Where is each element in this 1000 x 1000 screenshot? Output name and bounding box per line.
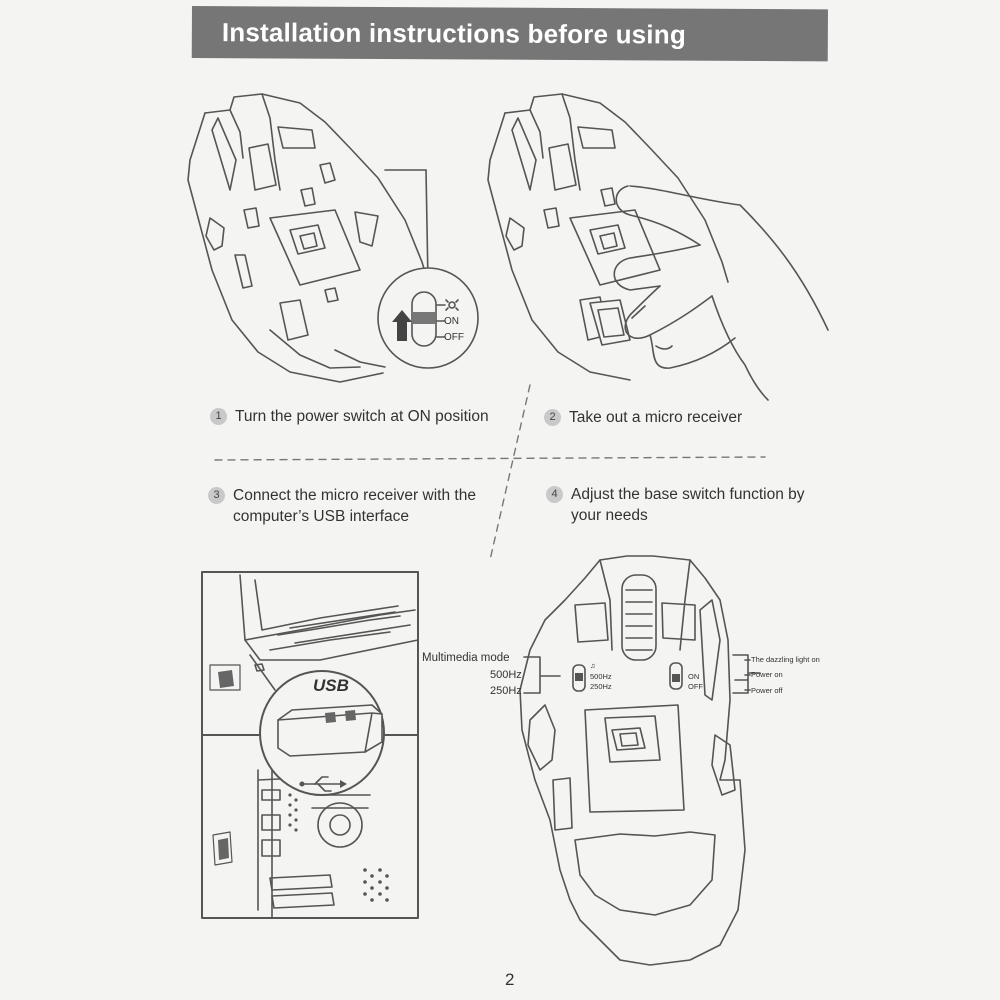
step-text: Turn the power switch at ON position [235,408,489,425]
250hz-small-label: 250Hz [590,682,612,691]
step-1: 1 Turn the power switch at ON position [210,406,489,427]
step-text: Adjust the base switch function by your … [571,486,805,524]
step-text: Take out a micro receiver [569,409,743,426]
computer-usb-illustration-step3 [201,571,419,919]
power-off-label: Power off [751,686,783,695]
on-small-label: ON [688,672,700,681]
step-4: 4 Adjust the base switch function by you… [546,484,805,526]
mouse-bottom-illustration-step4 [519,555,761,966]
mouse-illustration-step1 [187,93,479,383]
vertical-divider [489,384,531,561]
multimedia-mode-label: Multimedia mode [422,652,510,664]
step-number: 2 [544,409,561,426]
500hz-label: 500Hz [490,669,522,681]
switch-on-label: ON [444,316,459,327]
horizontal-divider [214,456,766,461]
250hz-label: 250Hz [490,685,522,697]
step-text: Connect the micro receiver with the comp… [233,487,476,525]
500hz-small-label: 500Hz [590,672,612,681]
switch-off-label: OFF [444,332,464,343]
off-small-label: OFF [688,682,703,691]
step-number: 3 [208,487,225,504]
usb-label: USB [313,676,349,695]
step-number: 4 [546,486,563,503]
page-number: 2 [505,970,515,989]
mouse-hand-illustration-step2 [487,93,829,401]
step-number: 1 [210,408,227,425]
power-on-label: Power on [751,670,783,679]
step-3: 3 Connect the micro receiver with the co… [208,485,476,527]
multimedia-icon: ♫ [590,661,596,670]
step-2: 2 Take out a micro receiver [544,407,742,428]
dazzling-light-label: The dazzling light on [751,655,820,664]
